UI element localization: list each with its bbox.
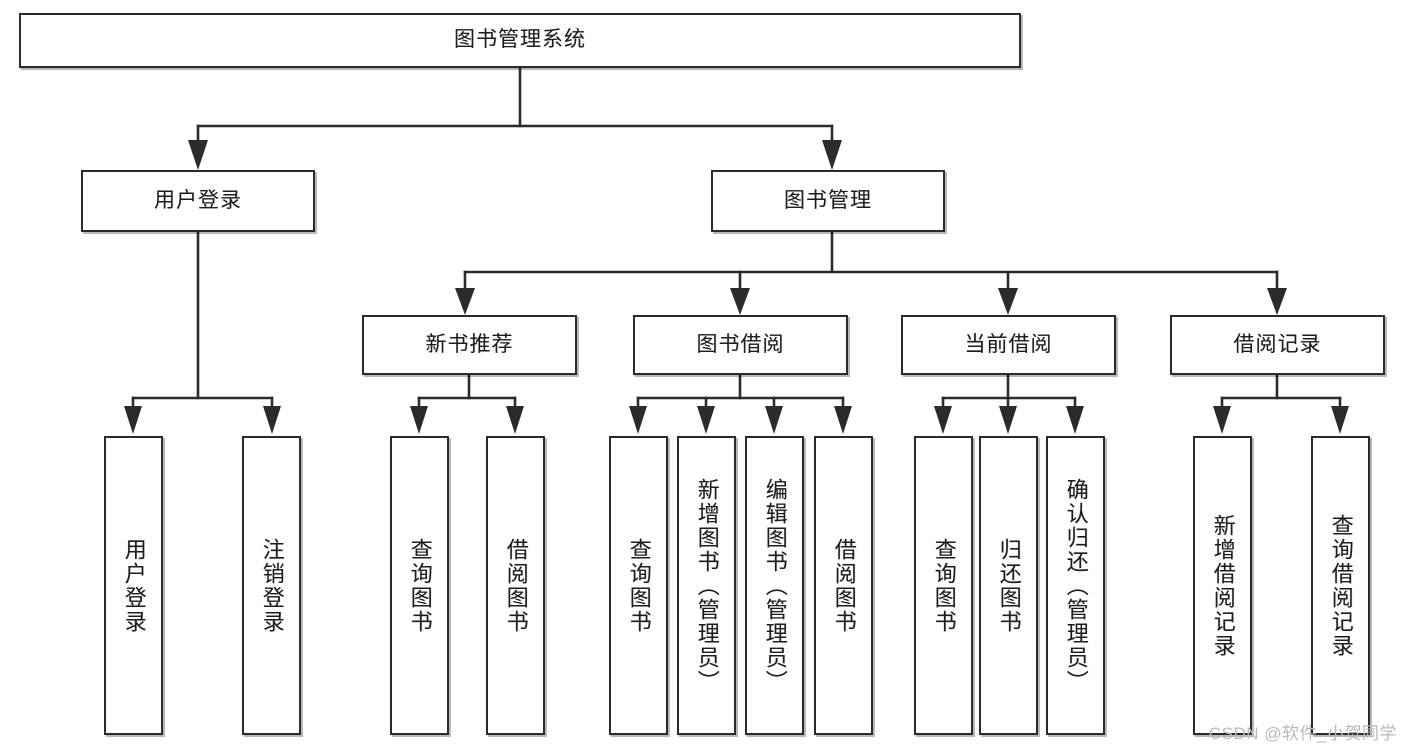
csdn-watermark: CSDN @软件_小贺同学	[1208, 724, 1397, 743]
node-book-borrow[interactable]: 图书借阅	[633, 315, 848, 375]
node-label: 查询图书	[626, 537, 652, 634]
node-new-book-recommend[interactable]: 新书推荐	[362, 315, 577, 375]
leaf-record-add-record[interactable]: 新增借阅记录	[1193, 436, 1252, 735]
node-label: 确认归还（管理员）	[1063, 477, 1089, 694]
node-label: 借阅记录	[1233, 332, 1322, 356]
node-label: 编辑图书（管理员）	[762, 477, 788, 694]
leaf-user-login-logout[interactable]: 注销登录	[242, 436, 301, 735]
leaf-record-query-record[interactable]: 查询借阅记录	[1311, 436, 1370, 735]
node-label: 查询图书	[931, 537, 957, 634]
node-label: 新增借阅记录	[1210, 513, 1236, 658]
node-label: 借阅图书	[503, 537, 529, 634]
leaf-borrow-edit-book-admin[interactable]: 编辑图书（管理员）	[745, 436, 804, 735]
leaf-current-return-book[interactable]: 归还图书	[979, 436, 1038, 735]
node-label: 查询图书	[407, 537, 433, 634]
leaf-current-confirm-return-admin[interactable]: 确认归还（管理员）	[1046, 436, 1105, 735]
leaf-user-login-login[interactable]: 用户登录	[104, 436, 163, 735]
node-label: 图书管理	[784, 188, 872, 212]
node-label: 新增图书（管理员）	[694, 477, 720, 694]
node-label: 当前借阅	[964, 332, 1053, 356]
node-label: 图书借阅	[696, 332, 785, 356]
node-borrow-record[interactable]: 借阅记录	[1170, 315, 1385, 375]
leaf-borrow-borrow-book[interactable]: 借阅图书	[814, 436, 873, 735]
node-user-login[interactable]: 用户登录	[81, 170, 315, 232]
node-label: 注销登录	[259, 537, 285, 634]
node-current-borrow[interactable]: 当前借阅	[901, 315, 1116, 375]
node-label: 用户登录	[154, 188, 242, 212]
leaf-borrow-query-book[interactable]: 查询图书	[609, 436, 668, 735]
node-label: 用户登录	[121, 537, 147, 634]
leaf-recommend-query-book[interactable]: 查询图书	[390, 436, 449, 735]
node-label: 新书推荐	[425, 332, 514, 356]
node-label: 图书管理系统	[454, 28, 586, 52]
node-label: 借阅图书	[831, 537, 857, 634]
node-root-system[interactable]: 图书管理系统	[19, 13, 1021, 68]
leaf-borrow-add-book-admin[interactable]: 新增图书（管理员）	[677, 436, 736, 735]
node-label: 查询借阅记录	[1328, 513, 1354, 658]
leaf-current-query-book[interactable]: 查询图书	[914, 436, 973, 735]
node-book-management[interactable]: 图书管理	[711, 170, 945, 232]
leaf-recommend-borrow-book[interactable]: 借阅图书	[486, 436, 545, 735]
node-label: 归还图书	[996, 537, 1022, 634]
